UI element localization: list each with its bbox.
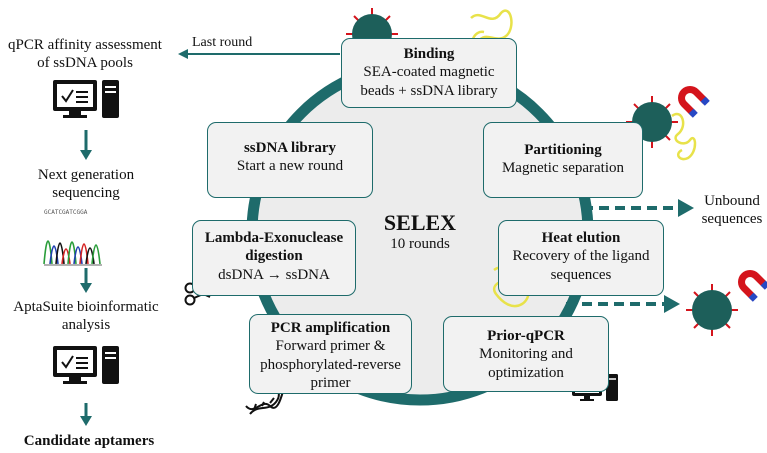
protein-icon [671,112,697,161]
step-desc: Monitoring and optimization [479,346,573,381]
step-pcr-amplification: PCR amplification Forward primer & phosp… [249,314,412,394]
step-binding: Binding SEA-coated magnetic beads + ssDN… [341,38,517,108]
last-round-arrow [178,49,340,59]
step-desc: Magnetic separation [501,160,625,177]
unbound-label: Unbound sequences [701,193,763,228]
chromatogram-icon: GCATCGATCGGA [43,209,102,266]
step-prior-qpcr: Prior-qPCR Monitoring and optimization [443,316,609,392]
pipeline-step-aptasuite: AptaSuite bioinformatic analysis [13,299,159,334]
unbound-arrow [583,199,694,217]
step-title: Prior-qPCR [487,328,565,344]
svg-text:GCATCGATCGGA: GCATCGATCGGA [44,209,88,216]
magnet-icon [678,86,710,118]
elution-arrow [566,295,680,313]
pipeline-step-qpcr: qPCR affinity assessment of ssDNA pools [8,37,162,72]
step-heat-elution: Heat elution Recovery of the ligand sequ… [498,220,664,296]
step-title: Binding [403,46,455,62]
computer-icon [53,80,119,118]
step-partitioning: Partitioning Magnetic separation [483,122,643,198]
step-ssdna-library: ssDNA library Start a new round [207,122,373,198]
step-desc: dsDNA → ssDNA [218,266,330,283]
step-title: Heat elution [541,230,621,246]
step-title: ssDNA library [243,140,337,156]
step-title: PCR amplification [270,320,391,336]
step-desc: Start a new round [236,158,344,175]
last-round-label: Last round [192,35,253,50]
bead-icon [686,284,738,336]
step-title: Lambda-Exonuclease digestion [204,230,344,265]
step-desc: SEA-coated magnetic beads + ssDNA librar… [360,64,498,99]
pipeline-step-candidates: Candidate aptamers [23,433,155,449]
selex-title: SELEX [383,210,457,235]
pipeline-arrows [80,130,92,426]
pipeline-step-ngs: Next generation sequencing [37,167,135,202]
step-lambda-exonuclease: Lambda-Exonuclease digestion dsDNA → ssD… [192,220,356,296]
step-title: Partitioning [524,142,602,158]
magnet-icon [738,270,767,302]
computer-icon [53,346,119,384]
step-desc: Recovery of the ligand sequences [512,248,650,283]
selex-rounds: 10 rounds [390,236,450,252]
step-desc: Forward primer & phosphorylated-reverse … [260,338,401,391]
